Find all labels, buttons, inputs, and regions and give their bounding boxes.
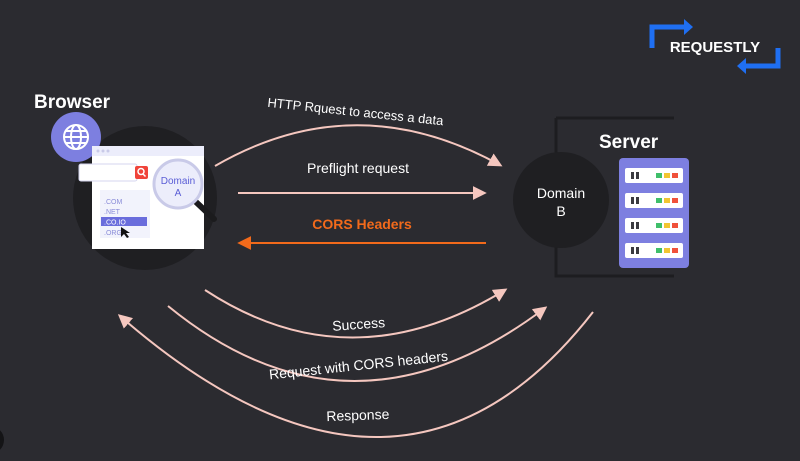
status-led (664, 248, 670, 253)
tld-net: .NET (104, 209, 121, 216)
status-led (656, 223, 662, 228)
server-domain-line2: B (556, 203, 565, 219)
rack-unit (625, 168, 683, 183)
globe-icon (63, 124, 89, 150)
status-led (672, 173, 678, 178)
server-circle (513, 152, 609, 248)
status-led (664, 223, 670, 228)
label-preflight: Preflight request (307, 160, 409, 176)
status-led (672, 198, 678, 203)
tld-com: .COM (104, 199, 122, 206)
label-response: Response (326, 406, 390, 424)
label-success: Success (332, 314, 386, 334)
rack-unit (625, 193, 683, 208)
cursor-icon (121, 227, 130, 238)
tld-org: .ORG (104, 230, 122, 237)
server-rack-icon (619, 158, 689, 268)
brand-name: REQUESTLY (670, 39, 760, 56)
flow-arrows (119, 124, 594, 439)
tld-coio: .CO.IO (104, 220, 126, 227)
rack-unit (625, 218, 683, 233)
corner-shadow (0, 430, 4, 450)
server-title: Server (599, 132, 659, 153)
status-led (664, 198, 670, 203)
status-led (672, 248, 678, 253)
requestly-logo: REQUESTLY (649, 19, 781, 74)
browser-domain-line1: Domain (161, 176, 195, 187)
browser-domain-line2: A (175, 188, 182, 199)
browser-title: Browser (34, 92, 111, 113)
label-request-with-cors: Request with CORS headers (268, 348, 448, 383)
magnifier-icon: Domain A (152, 158, 217, 222)
label-http-request: HTTP Rquest to access a data (267, 95, 445, 128)
rack-unit (625, 243, 683, 258)
server-domain-line1: Domain (537, 185, 585, 201)
status-led (656, 173, 662, 178)
status-led (672, 223, 678, 228)
status-led (656, 198, 662, 203)
status-led (656, 248, 662, 253)
browser-search-bar (78, 163, 138, 182)
status-led (664, 173, 670, 178)
label-cors-headers: CORS Headers (312, 216, 412, 232)
